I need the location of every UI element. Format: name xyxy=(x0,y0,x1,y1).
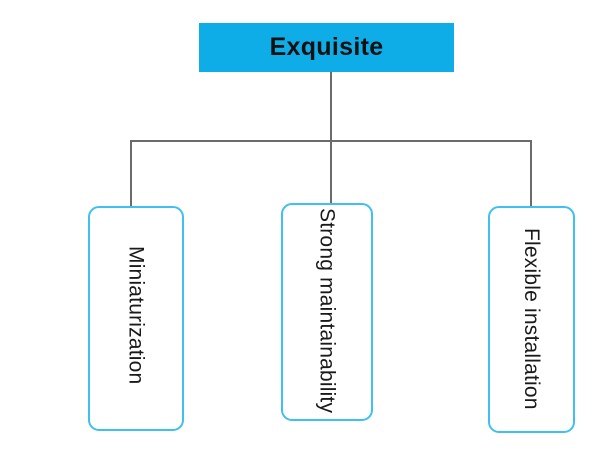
diagram-root-node-label: Exquisite xyxy=(269,33,384,61)
connector-trunk-line xyxy=(330,72,332,142)
diagram-node-label: Miniaturization xyxy=(124,246,148,385)
diagram-node-label: Strong maintainability xyxy=(315,208,339,414)
connector-drop-middle xyxy=(330,140,332,204)
connector-drop-left xyxy=(130,140,132,207)
diagram-node-flexible-installation[interactable]: Flexible installation xyxy=(488,206,575,433)
diagram-node-label: Flexible installation xyxy=(520,227,543,410)
diagram-node-strong-maintainability[interactable]: Strong maintainability xyxy=(281,203,373,421)
connector-drop-right xyxy=(530,140,532,207)
diagram-root-node[interactable]: Exquisite xyxy=(199,23,454,72)
diagram-node-miniaturization[interactable]: Miniaturization xyxy=(88,206,184,431)
